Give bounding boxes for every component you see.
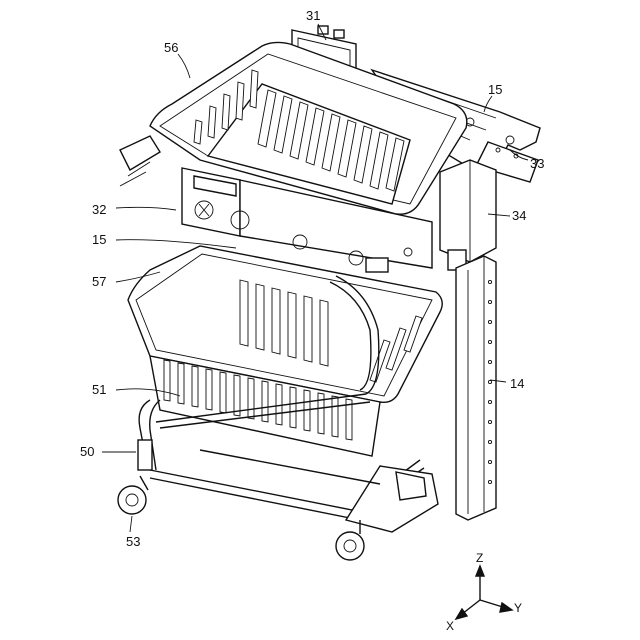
label-33: 33 <box>530 156 544 171</box>
label-14: 14 <box>510 376 524 391</box>
label-34: 34 <box>512 208 526 223</box>
label-53: 53 <box>126 534 140 549</box>
label-56: 56 <box>164 40 178 55</box>
lower-basket <box>128 246 442 456</box>
coordinate-axes: Z Y X <box>446 551 522 633</box>
label-15-mid: 15 <box>92 232 106 247</box>
pole <box>456 256 496 520</box>
label-32: 32 <box>92 202 106 217</box>
axis-label-z: Z <box>476 551 483 565</box>
rear-wheel <box>336 520 364 560</box>
axis-label-x: X <box>446 619 454 633</box>
front-wheel <box>118 476 148 514</box>
label-31: 31 <box>306 8 320 23</box>
sensor-unit <box>440 160 496 270</box>
label-51: 51 <box>92 382 106 397</box>
label-57: 57 <box>92 274 106 289</box>
label-15-top: 15 <box>488 82 502 97</box>
axis-label-y: Y <box>514 601 522 615</box>
label-50: 50 <box>80 444 94 459</box>
